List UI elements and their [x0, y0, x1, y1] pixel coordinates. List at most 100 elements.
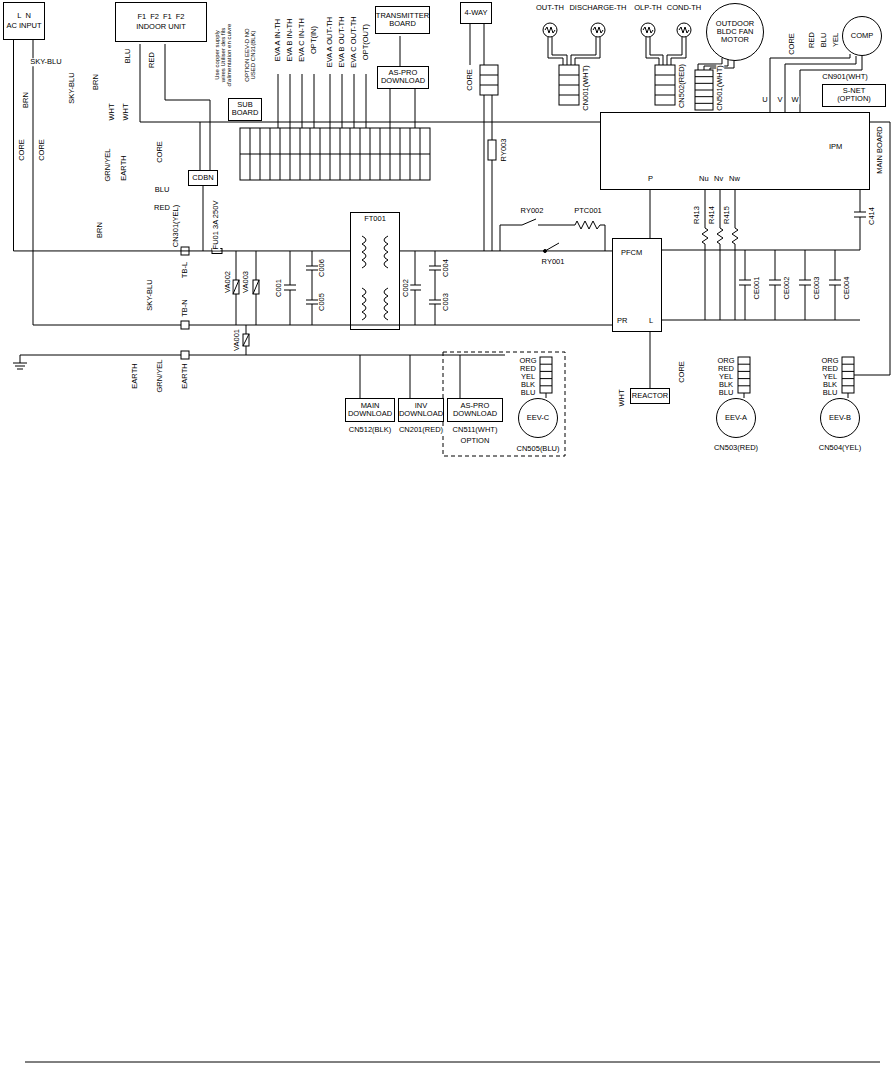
schematic-line [284, 251, 296, 325]
schematic-line [738, 364, 750, 386]
schematic-line [571, 37, 600, 65]
part-label: BLU [124, 48, 132, 65]
part-label: PTC001 [573, 207, 603, 215]
schematic-line [500, 219, 605, 251]
option-port: S-NET (OPTION) [822, 84, 886, 107]
schematic-line [540, 357, 552, 393]
node-text: L [17, 12, 21, 20]
part-label: RY001 [541, 258, 566, 266]
part-label: CN503(RED) [713, 444, 759, 452]
part-label: C002 [402, 278, 410, 298]
part-label: YEL [832, 32, 840, 48]
schematic-line [181, 321, 189, 329]
part-label: CN301(YEL) [172, 204, 180, 249]
sub-board: SUB BOARD [228, 98, 262, 121]
schematic-line [384, 288, 388, 320]
schematic-line [181, 247, 189, 255]
pfc-module: PFCMPRL [612, 238, 662, 332]
node-text: F1 [163, 13, 172, 21]
download-port: INV DOWNLOAD [398, 398, 444, 422]
schematic-line [240, 128, 430, 180]
part-label: BLK [822, 381, 838, 389]
transmitter-board: TRANSMITTER BOARD [375, 6, 430, 34]
schematic-line [559, 65, 579, 105]
part-label: WHT [122, 102, 130, 121]
schematic-line [543, 23, 557, 37]
part-label: CORE [156, 140, 164, 164]
node-text: 4-WAY [465, 9, 488, 17]
part-label: CORE [678, 360, 686, 384]
schematic-line [545, 243, 559, 251]
schematic-line [544, 250, 547, 253]
schematic-line [480, 65, 498, 95]
part-label: CE003 [813, 276, 821, 301]
schematic-line [593, 27, 603, 33]
node-text: F2 [150, 13, 159, 21]
schematic-line [854, 190, 866, 250]
part-label: COND-TH [666, 4, 703, 12]
part-label: CN001(WHT) [582, 64, 590, 111]
expansion-valve: EEV-C [518, 398, 558, 438]
part-label: DISCHARGE-TH [568, 4, 627, 12]
part-label: V [776, 96, 783, 104]
part-label: CN901(WHT) [821, 73, 868, 81]
part-label: Use copper supply wires Utiliser des fil… [214, 22, 232, 88]
node-text: F2 [176, 13, 185, 21]
part-label: MAIN BOARD [876, 125, 884, 175]
part-label: OPTION [460, 437, 491, 445]
schematic-line [240, 128, 430, 180]
node-text: PR [617, 317, 627, 325]
schematic-line [717, 190, 723, 320]
schematic-line [769, 250, 781, 320]
part-label: OPT(OUT) [362, 23, 370, 61]
schematic-line [695, 77, 713, 104]
node-text: IPM [829, 143, 842, 151]
node-text: EEV-C [527, 414, 550, 422]
part-label: C005 [318, 292, 326, 312]
part-label: R413 [693, 205, 701, 225]
schematic-line [559, 75, 579, 95]
schematic-line [443, 352, 565, 456]
valve-coil: 4-WAY [460, 2, 492, 24]
circle-outline [519, 399, 558, 438]
node-text: TRANSMITTER BOARD [376, 12, 429, 29]
part-label: CN502(RED) [678, 63, 686, 109]
schematic-line [253, 280, 259, 294]
part-label: RY002 [520, 207, 545, 215]
schematic-line [546, 393, 848, 398]
part-label: BLU [718, 389, 735, 397]
schematic-line [203, 186, 204, 251]
schematic-line [243, 334, 249, 346]
part-label: YEL [520, 373, 536, 381]
part-label: CE001 [753, 276, 761, 301]
schematic-line [842, 357, 854, 393]
schematic-line [677, 23, 691, 37]
part-label: VA003 [242, 270, 250, 294]
part-label: CN504(YEL) [818, 444, 863, 452]
download-port: AS-PRO DOWNLOAD [377, 66, 429, 89]
part-label: TB-N [181, 298, 189, 318]
part-label: EVA A IN-TH [274, 18, 282, 62]
part-label: C004 [442, 258, 450, 278]
part-label: CORE [466, 68, 474, 92]
node-text: PFCM [621, 249, 642, 257]
part-label: EARTH [181, 362, 189, 389]
part-label: U [761, 96, 768, 104]
schematic-line [409, 251, 421, 325]
part-label: RED [821, 365, 839, 373]
part-label: RED [717, 365, 735, 373]
schematic-line [662, 250, 860, 320]
part-label: YEL [718, 373, 734, 381]
part-label: C003 [442, 292, 450, 312]
part-label: BLU [154, 186, 171, 194]
part-label: EVA A OUT-TH [326, 16, 334, 68]
schematic-line [655, 75, 675, 95]
wire-connector [650, 190, 651, 238]
schematic-line [695, 70, 713, 110]
part-label: RY003 [500, 138, 508, 163]
schematic-line [362, 288, 366, 320]
schematic-line [253, 280, 259, 294]
part-label: CE002 [783, 276, 791, 301]
schematic-line [646, 37, 663, 65]
